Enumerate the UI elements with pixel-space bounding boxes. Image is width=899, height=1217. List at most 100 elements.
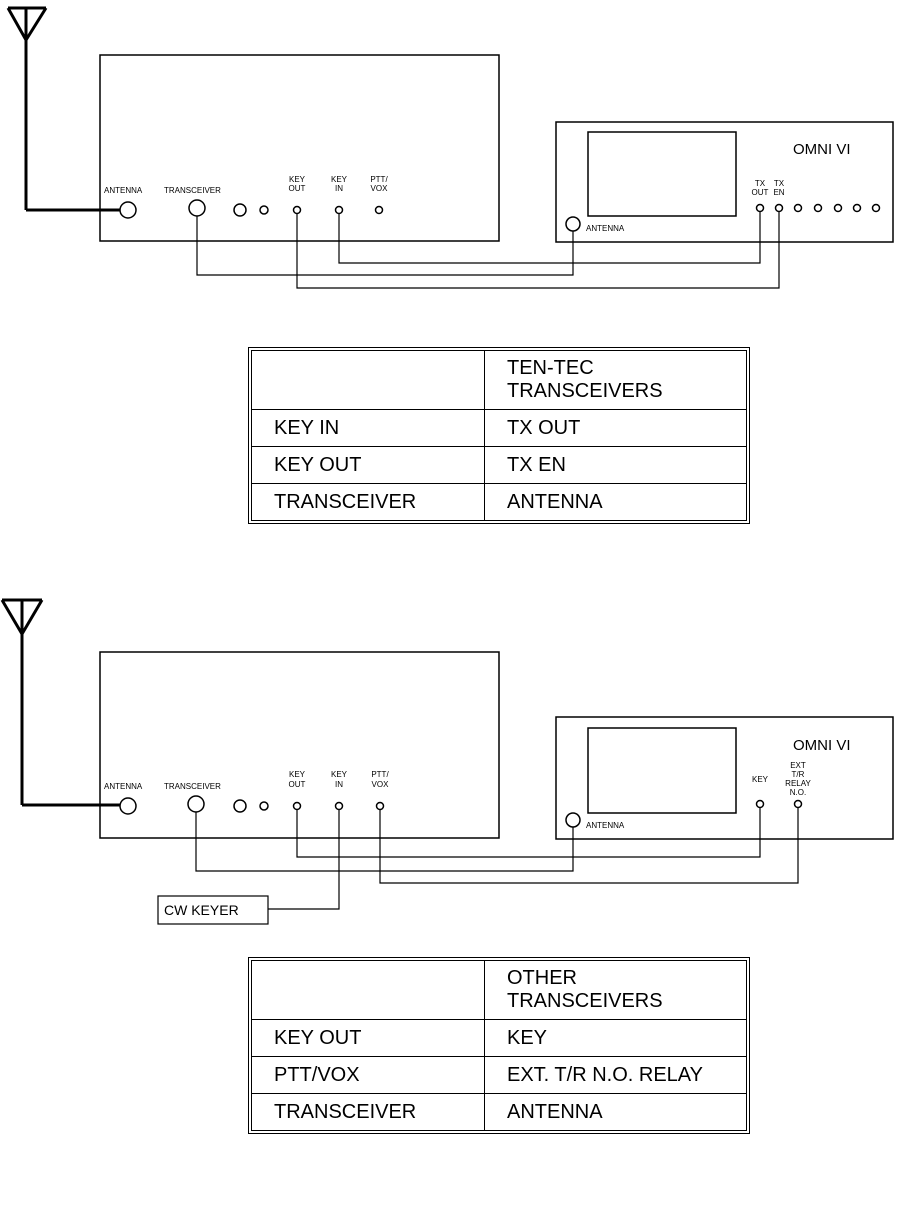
tx-out-label: TX (755, 179, 766, 188)
table-header-cell: TEN-TEC TRANSCEIVERS (484, 350, 747, 410)
key-in-jack (334, 205, 344, 215)
key-in-label: KEY (331, 770, 348, 779)
antenna-label: ANTENNA (104, 186, 143, 195)
key-out-label: KEY (289, 770, 306, 779)
radio-box (555, 121, 894, 243)
tx-en-jack (774, 203, 784, 213)
key-jack (755, 799, 765, 809)
tx-en-label: TX (774, 179, 785, 188)
other-transceivers-connection-table: OTHER TRANSCEIVERS KEY OUT KEY PTT/VOX E… (248, 957, 750, 1134)
radio-name: OMNI VI (793, 141, 851, 158)
table-cell: TX EN (484, 446, 747, 484)
diagram-2: ANTENNA TRANSCEIVER KEY OUT KEY IN PTT/ … (0, 598, 894, 925)
table-cell: TX OUT (484, 409, 747, 447)
key-in-label-2: IN (335, 780, 343, 789)
antenna-label: ANTENNA (104, 782, 143, 791)
table-cell: EXT. T/R N.O. RELAY (484, 1056, 747, 1094)
antenna-symbol (6, 6, 120, 212)
table-row: TRANSCEIVER ANTENNA (251, 483, 747, 521)
tx-out-jack (755, 203, 765, 213)
table-cell: PTT/VOX (251, 1056, 485, 1094)
table-cell: KEY (484, 1019, 747, 1057)
radio-antenna-label: ANTENNA (586, 224, 625, 233)
wire-transceiver-antenna (195, 812, 574, 872)
transceiver-jack (187, 795, 205, 813)
radio-knob (793, 203, 803, 213)
key-out-jack (292, 205, 302, 215)
table-row: KEY OUT TX EN (251, 446, 747, 484)
ptt-label: PTT/ (370, 175, 388, 184)
antenna-jack (119, 201, 137, 219)
cw-keyer-box (157, 895, 269, 925)
table-row: KEY IN TX OUT (251, 409, 747, 447)
key-in-jack (334, 801, 344, 811)
ext-label-3: RELAY (785, 779, 811, 788)
transceiver-label: TRANSCEIVER (164, 782, 221, 791)
radio-name: OMNI VI (793, 737, 851, 754)
table-cell: ANTENNA (484, 483, 747, 521)
key-out-label-2: OUT (289, 184, 306, 193)
radio-display (587, 727, 737, 814)
antenna-jack (119, 797, 137, 815)
key-out-label: KEY (289, 175, 306, 184)
table-header-row: TEN-TEC TRANSCEIVERS (251, 350, 747, 410)
wire-keyin-keyer (268, 810, 340, 910)
ext-label: EXT (790, 761, 806, 770)
table-cell: KEY IN (251, 409, 485, 447)
ext-relay-jack (793, 799, 803, 809)
radio-antenna-jack (565, 812, 581, 828)
ptt-label-2: VOX (371, 184, 389, 193)
wire-keyout-txen (296, 212, 780, 289)
table-row: KEY OUT KEY (251, 1019, 747, 1057)
table-header-cell (251, 350, 485, 410)
ten-tec-connection-table: TEN-TEC TRANSCEIVERS KEY IN TX OUT KEY O… (248, 347, 750, 524)
key-in-label-2: IN (335, 184, 343, 193)
key-out-jack (292, 801, 302, 811)
interface-box (99, 54, 500, 242)
table-cell: TRANSCEIVER (251, 483, 485, 521)
radio-box (555, 716, 894, 840)
ext-label-2: T/R (792, 770, 805, 779)
wire-transceiver-antenna (196, 216, 574, 276)
knob-1 (233, 203, 247, 217)
table-cell: ANTENNA (484, 1093, 747, 1131)
ten-tec-header: TEN-TEC TRANSCEIVERS (507, 357, 663, 402)
cw-keyer-label: CW KEYER (164, 902, 239, 918)
ptt-label: PTT/ (371, 770, 389, 779)
table-cell: KEY OUT (251, 446, 485, 484)
radio-knob (871, 203, 881, 213)
key-label: KEY (752, 775, 769, 784)
key-out-label-2: OUT (289, 780, 306, 789)
wire-ptt-relay (379, 808, 799, 884)
knob-2 (259, 205, 269, 215)
antenna-symbol (0, 598, 120, 807)
diagram-1: ANTENNA TRANSCEIVER KEY OUT KEY IN PTT/ … (6, 6, 894, 289)
table-row: TRANSCEIVER ANTENNA (251, 1093, 747, 1131)
tx-out-label-2: OUT (752, 188, 769, 197)
radio-knob (813, 203, 823, 213)
radio-knob (852, 203, 862, 213)
interface-box (99, 651, 500, 839)
ptt-label-2: VOX (372, 780, 390, 789)
table-header-row: OTHER TRANSCEIVERS (251, 960, 747, 1020)
key-in-label: KEY (331, 175, 348, 184)
transceiver-label: TRANSCEIVER (164, 186, 221, 195)
table-header-cell (251, 960, 485, 1020)
table-cell: TRANSCEIVER (251, 1093, 485, 1131)
wire-keyin-txout (338, 212, 761, 264)
tx-en-label-2: EN (773, 188, 784, 197)
knob-2 (259, 801, 269, 811)
radio-antenna-label: ANTENNA (586, 821, 625, 830)
ptt-jack (374, 205, 384, 215)
radio-antenna-jack (565, 216, 581, 232)
ptt-jack (375, 801, 385, 811)
transceiver-jack (188, 199, 206, 217)
radio-display (587, 131, 737, 217)
other-transceivers-header: OTHER TRANSCEIVERS (507, 967, 663, 1012)
ext-label-4: N.O. (790, 788, 806, 797)
wire-keyout-key (296, 808, 761, 858)
knob-1 (233, 799, 247, 813)
table-row: PTT/VOX EXT. T/R N.O. RELAY (251, 1056, 747, 1094)
table-header-cell: OTHER TRANSCEIVERS (484, 960, 747, 1020)
